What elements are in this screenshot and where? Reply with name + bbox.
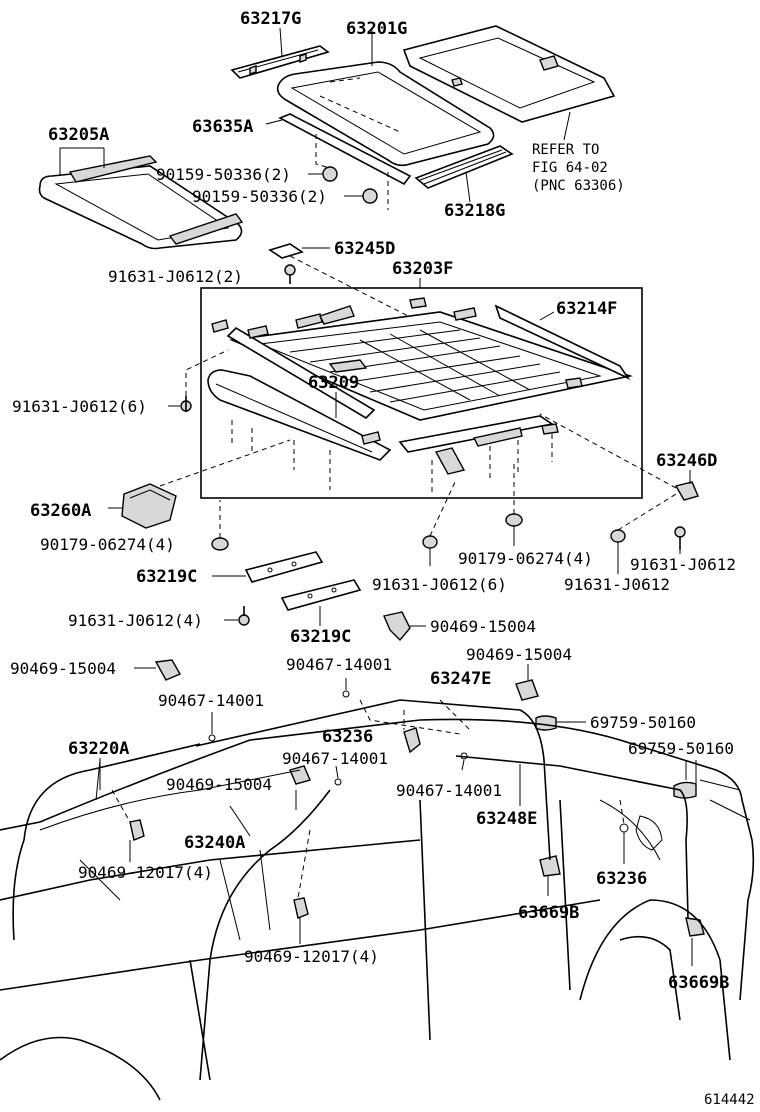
label-90469-15004-c: 90469-15004 bbox=[466, 645, 572, 664]
part-63205a-frame bbox=[38, 147, 244, 250]
label-63635a: 63635A bbox=[192, 117, 253, 137]
label-90159-upper: 90159-50336(2) bbox=[156, 165, 291, 184]
label-63260a: 63260A bbox=[30, 501, 91, 521]
label-63203f: 63203F bbox=[392, 259, 453, 279]
part-sunroof-housing bbox=[207, 297, 634, 492]
part-car-body bbox=[0, 718, 755, 1101]
part-90159-nuts bbox=[308, 134, 389, 210]
label-63219c-lower: 63219C bbox=[290, 627, 351, 647]
label-63248e: 63248E bbox=[476, 809, 537, 829]
label-63218g: 63218G bbox=[444, 201, 505, 221]
part-63201g-glass bbox=[276, 28, 495, 167]
label-63247e: 63247E bbox=[430, 669, 491, 689]
part-drain-clips bbox=[129, 611, 705, 937]
label-91631-2: 91631-J0612(2) bbox=[108, 267, 243, 286]
part-63203f-box bbox=[200, 278, 643, 499]
label-91631-6-lower: 91631-J0612(6) bbox=[372, 575, 507, 594]
label-91631-4: 91631-J0612(4) bbox=[68, 611, 203, 630]
part-63218g-strip bbox=[414, 145, 514, 203]
label-90469-15004-d: 90469-15004 bbox=[166, 775, 272, 794]
figure-number: 614442 bbox=[704, 1092, 755, 1108]
label-refer-to: REFER TO bbox=[532, 142, 599, 158]
part-sunshade-ref bbox=[402, 25, 616, 141]
leader-lines bbox=[99, 721, 697, 966]
part-63219c-brackets bbox=[212, 551, 362, 626]
label-90469-12017-b: 90469-12017(4) bbox=[244, 947, 379, 966]
label-63219c-upper: 63219C bbox=[136, 567, 197, 587]
label-91631-6-left: 91631-J0612(6) bbox=[12, 397, 147, 416]
label-90467-14001-a: 90467-14001 bbox=[286, 655, 392, 674]
part-63635a-strip bbox=[265, 113, 412, 186]
label-69759-50160-a: 69759-50160 bbox=[590, 713, 696, 732]
label-91631-b: 91631-J0612 bbox=[564, 575, 670, 594]
part-91631-bolts-lower bbox=[422, 479, 686, 574]
label-90467-14001-c: 90467-14001 bbox=[282, 749, 388, 768]
label-63240a: 63240A bbox=[184, 833, 245, 853]
label-90469-15004-a: 90469-15004 bbox=[430, 617, 536, 636]
label-90469-12017-a: 90469-12017(4) bbox=[78, 863, 213, 882]
label-63236-upper: 63236 bbox=[322, 727, 373, 747]
label-refer-pnc: (PNC 63306) bbox=[532, 178, 625, 194]
part-63246d-bracket bbox=[539, 413, 699, 501]
label-90467-14001-d: 90467-14001 bbox=[396, 781, 502, 800]
label-63220a: 63220A bbox=[68, 739, 129, 759]
label-91631-a: 91631-J0612 bbox=[630, 555, 736, 574]
label-63236-lower: 63236 bbox=[596, 869, 647, 889]
part-labels: 63217G 63201G 63205A 63635A 90159-50336(… bbox=[10, 9, 755, 1108]
label-63669b-b: 63669B bbox=[668, 973, 729, 993]
label-63214f: 63214F bbox=[556, 299, 617, 319]
label-90469-15004-b: 90469-15004 bbox=[10, 659, 116, 678]
label-90179-left: 90179-06274(4) bbox=[40, 535, 175, 554]
part-91631-bolt-left bbox=[168, 349, 229, 412]
label-63201g: 63201G bbox=[346, 19, 407, 39]
label-90467-14001-b: 90467-14001 bbox=[158, 691, 264, 710]
label-refer-fig: FIG 64-02 bbox=[532, 160, 608, 176]
label-69759-50160-b: 69759-50160 bbox=[628, 739, 734, 758]
label-63245d: 63245D bbox=[334, 239, 395, 259]
label-90159-lower: 90159-50336(2) bbox=[192, 187, 327, 206]
label-63205a: 63205A bbox=[48, 125, 109, 145]
label-63209: 63209 bbox=[308, 373, 359, 393]
label-63669b-a: 63669B bbox=[518, 903, 579, 923]
part-90179-clips bbox=[211, 460, 523, 551]
label-90179-right: 90179-06274(4) bbox=[458, 549, 593, 568]
label-63246d: 63246D bbox=[656, 451, 717, 471]
part-63260a-motor bbox=[108, 439, 291, 529]
label-63217g: 63217G bbox=[240, 9, 301, 29]
part-63245d-bracket bbox=[268, 243, 421, 323]
part-63217g-deflector bbox=[230, 27, 330, 79]
part-91631-bolt-2 bbox=[284, 264, 296, 284]
part-drain-hoses bbox=[12, 699, 689, 1081]
